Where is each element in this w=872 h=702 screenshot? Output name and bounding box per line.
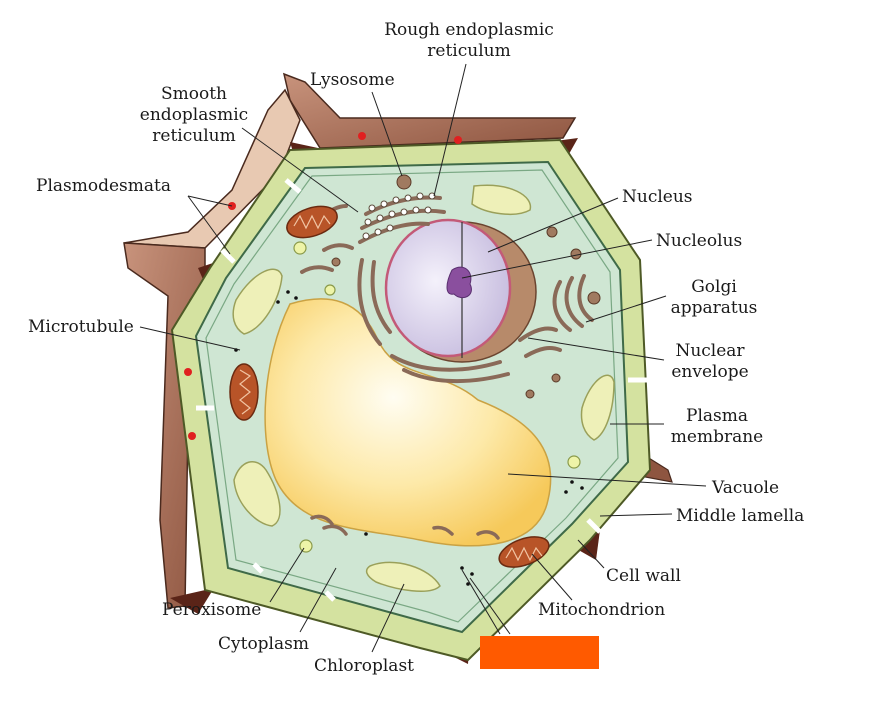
label-smooth-er: Smooth endoplasmic reticulum [139,84,249,146]
label-middle-lamella: Middle lamella [676,506,805,526]
mitochondria [229,205,550,568]
label-plasmodesmata: Plasmodesmata [36,176,171,196]
label-chloroplast: Chloroplast [314,656,414,676]
golgi-apparatus [552,274,594,332]
plasmodesmata-gaps [196,178,648,602]
label-nucleus: Nucleus [622,187,693,207]
neighbor-wall-top [282,72,577,149]
label-plasma-membrane: Plasma membrane [670,406,764,447]
label-golgi: Golgi apparatus [670,277,758,318]
label-lysosome: Lysosome [310,70,395,90]
peroxisomes [293,241,581,553]
label-mitochondrion: Mitochondrion [538,600,666,620]
nucleolus [446,266,472,299]
small-er-fragments [310,514,500,540]
label-microtubule: Microtubule [28,317,134,337]
vesicles [331,174,601,399]
label-rough-er: Rough endoplasmic reticulum [384,20,554,61]
plasma-membrane-inner [205,169,619,623]
label-nuclear-envelope: Nuclear envelope [671,341,749,382]
mitochondria-cristae [239,214,543,562]
label-cytoplasm: Cytoplasm [218,634,309,654]
nucleus [384,218,537,363]
ribosomes [362,192,436,240]
masked-label-box [480,636,599,669]
label-nucleolus: Nucleolus [656,231,743,251]
neighbor-wall-left [123,88,301,249]
chloroplasts [232,184,615,592]
label-peroxisome: Peroxisome [162,600,262,620]
label-vacuole: Vacuole [712,478,780,498]
vacuole [264,298,552,547]
junction-lower-left [170,588,214,614]
red-markers [184,132,462,440]
leader-lines [139,63,707,653]
microtubule-dots [234,290,584,586]
junction-bottom-right [575,530,600,560]
label-cell-wall: Cell wall [606,566,681,586]
lysosome [396,174,412,190]
